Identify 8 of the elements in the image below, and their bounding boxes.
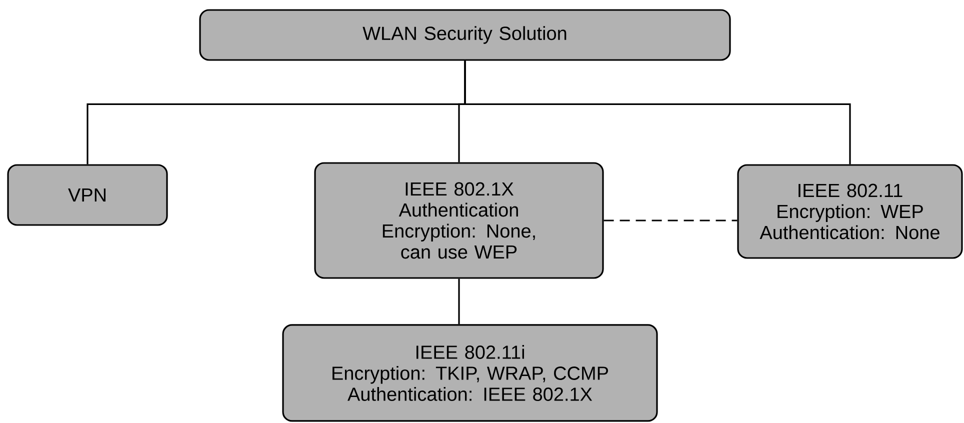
connector-line bbox=[604, 220, 738, 222]
connector-line bbox=[458, 278, 460, 324]
process-box: IEEE 802.11 Encryption: WEP Authentication: None bbox=[737, 164, 963, 259]
connector-line bbox=[464, 60, 851, 164]
process-box: VPN bbox=[7, 164, 168, 226]
process-box: WLAN Security Solution bbox=[199, 9, 731, 61]
process-box: IEEE 802.1X Authentication Encryption: None, can use WEP bbox=[314, 162, 604, 279]
process-box: IEEE 802.11i Encryption: TKIP, WRAP, CCMP Authentication: IEEE 802.1X bbox=[282, 324, 658, 422]
